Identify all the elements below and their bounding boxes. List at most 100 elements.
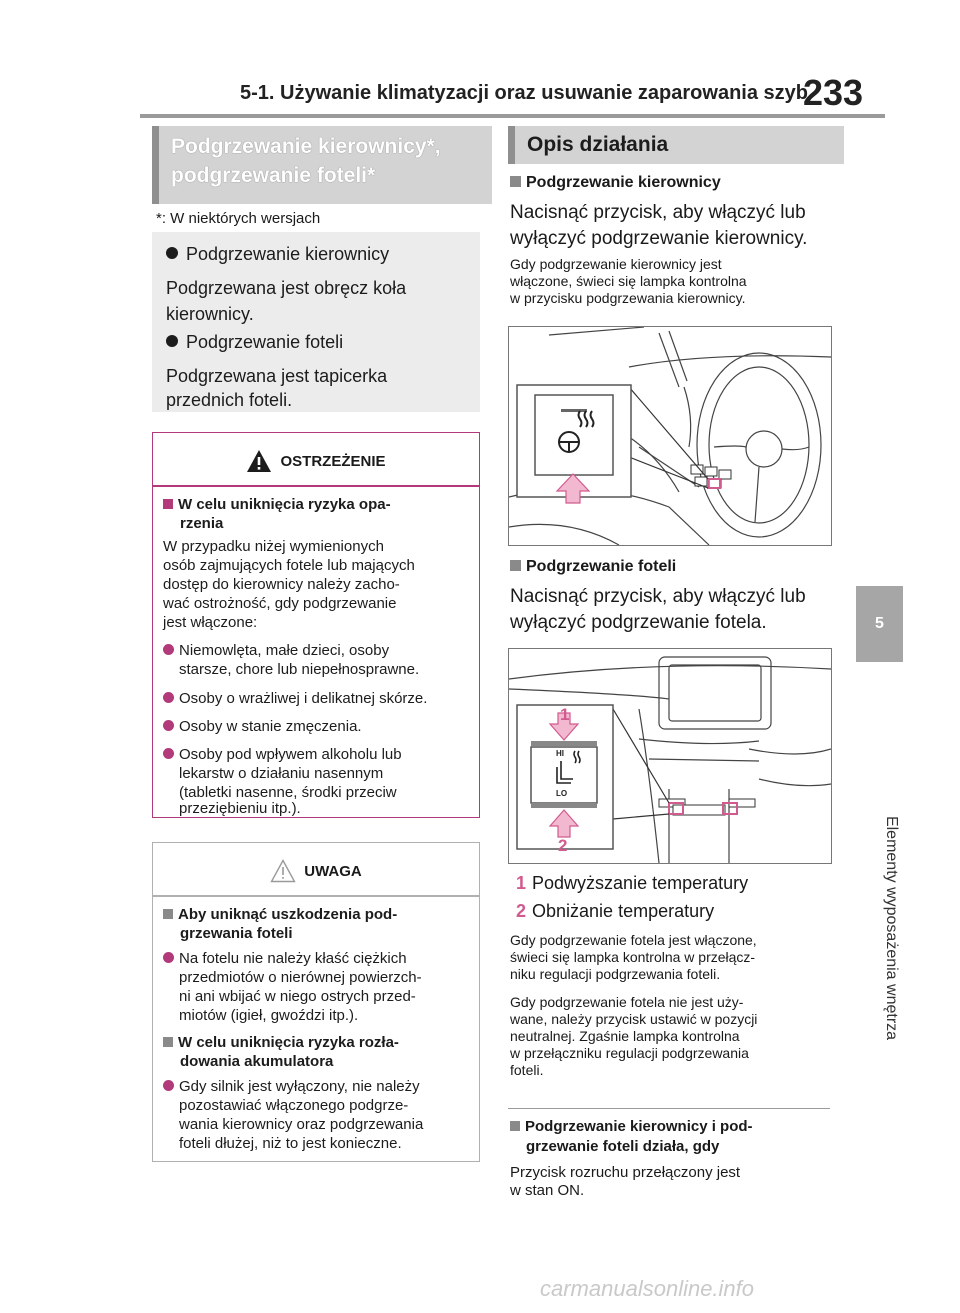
header-title: 5-1. Używanie klimatyzacji oraz usuwanie…	[240, 82, 808, 104]
bullet-icon	[163, 644, 174, 655]
caution-subtitle-2-line1: W celu uniknięcia ryzyka rozła-	[178, 1034, 399, 1051]
steering-subtitle: Podgrzewanie kierownicy	[510, 174, 721, 192]
info-item2-line1: Podgrzewana jest tapicerka	[166, 366, 388, 386]
warning-intro-line: jest włączone:	[163, 614, 258, 631]
caution-subtitle-1-line2: grzewania foteli	[180, 925, 293, 942]
info-item2-title-row: Podgrzewanie foteli	[166, 332, 343, 353]
seats-note2-line: wane, należy przycisk ustawić w pozycji	[510, 1011, 758, 1027]
header-rule	[140, 114, 885, 118]
note-title-line1: Podgrzewanie kierownicy i pod-	[510, 1118, 753, 1135]
caution-subtitle-2-line2: dowania akumulatora	[180, 1053, 334, 1070]
caution-bullet-1-line1: Na fotelu nie należy kłaść ciężkich	[179, 950, 407, 967]
steering-note-line: Gdy podgrzewanie kierownicy jest	[510, 256, 722, 272]
seats-item-2-text: Obniżanie temperatury	[532, 901, 715, 921]
steering-instruction-line2: wyłączyć podgrzewanie kierownicy.	[510, 228, 808, 249]
info-item2-line2: przednich foteli.	[166, 390, 293, 410]
seats-instruction-line1: Nacisnąć przycisk, aby włączyć lub	[510, 586, 806, 607]
warning-bullet-1: Niemowlęta, małe dzieci, osoby	[163, 641, 389, 660]
caution-bullet-2: Gdy silnik jest wyłączony, nie należy	[163, 1077, 420, 1096]
bullet-icon	[166, 335, 178, 347]
callout-number-1: 1	[560, 705, 570, 724]
seats-instruction-line2: wyłączyć podgrzewanie fotela.	[510, 612, 767, 633]
footnote: *: W niektórych wersjach	[156, 210, 321, 227]
warning-bullet-4-line: przeziębieniu itp.).	[179, 800, 301, 817]
warning-subtitle-line1: W celu uniknięcia ryzyka opa-	[163, 495, 391, 514]
warning-bullet-4: Osoby pod wpływem alkoholu lub	[163, 745, 402, 764]
bullet-icon	[166, 247, 178, 259]
caution-box: UWAGA Aby uniknąć uszkodzenia pod- grzew…	[152, 842, 480, 1162]
info-box: Podgrzewanie kierownicy Podgrzewana jest…	[152, 232, 480, 412]
caution-bullet-1-line: przedmiotów o nierównej powierzch-	[179, 969, 422, 986]
square-bullet-icon	[510, 560, 521, 571]
info-item1-line1: Podgrzewana jest obręcz koła	[166, 278, 407, 298]
seats-subtitle: Podgrzewanie foteli	[510, 558, 676, 576]
note-divider	[508, 1108, 830, 1109]
warning-intro-line: osób zajmujących fotele lub mających	[163, 557, 415, 574]
warning-subtitle-line2: rzenia	[180, 515, 224, 532]
seats-item-2-number: 2	[516, 901, 527, 921]
square-bullet-icon	[510, 1121, 520, 1131]
caution-subtitle-1-line1: Aby uniknąć uszkodzenia pod-	[178, 906, 398, 923]
warning-bullet-4-line: (tabletki nasenne, środki przeciw	[179, 784, 397, 801]
seats-note-line: świeci się lampka kontrolna w przełącz-	[510, 949, 756, 965]
seats-item-1-number: 1	[516, 873, 527, 893]
square-bullet-icon	[163, 909, 173, 919]
chapter-tab[interactable]: 5	[856, 586, 903, 662]
caution-bullet-2-line: foteli dłużej, niż to jest konieczne.	[179, 1135, 402, 1152]
warning-intro-line: W przypadku niżej wymienionych	[163, 538, 384, 555]
caution-bullet-1-line: ni ani wbijać w niego ostrych przed-	[179, 988, 416, 1005]
bullet-icon	[163, 952, 174, 963]
steering-subtitle-text: Podgrzewanie kierownicy	[526, 174, 721, 191]
note-title-line2: grzewanie foteli działa, gdy	[526, 1138, 720, 1155]
warning-title-rule	[153, 485, 479, 487]
warning-bullet-2: Osoby o wrażliwej i delikatnej skórze.	[163, 689, 427, 708]
caution-bullet-1: Na fotelu nie należy kłaść ciężkich	[163, 949, 407, 968]
dashboard-seat-heater-drawing	[509, 656, 831, 863]
warning-subtitle-text1: W celu uniknięcia ryzyka opa-	[178, 496, 391, 513]
steering-instruction-line1: Nacisnąć przycisk, aby włączyć lub	[510, 202, 806, 223]
square-bullet-icon	[163, 499, 173, 509]
steering-note-line: włączone, świeci się lampka kontrolna	[510, 273, 747, 289]
steering-heater-illustration	[508, 326, 832, 546]
section-heading-right: Opis działania	[508, 126, 844, 164]
seats-note-line: Gdy podgrzewanie fotela jest włączone,	[510, 932, 757, 948]
info-item1-title-row: Podgrzewanie kierownicy	[166, 244, 389, 265]
square-bullet-icon	[163, 1037, 173, 1047]
caution-subtitle-2: W celu uniknięcia ryzyka rozła-	[163, 1033, 399, 1052]
caution-title-rule	[153, 895, 479, 897]
warning-bullet-1-line1: Niemowlęta, małe dzieci, osoby	[179, 642, 390, 659]
caution-bullet-2-line: wania kierownicy oraz podgrzewania	[179, 1116, 424, 1133]
callout-number-2: 2	[558, 836, 568, 855]
note-title-line1-text: Podgrzewanie kierownicy i pod-	[525, 1118, 753, 1135]
warning-box: OSTRZEŻENIE W celu uniknięcia ryzyka opa…	[152, 432, 480, 818]
seats-note2-line: foteli.	[510, 1062, 544, 1078]
info-item1-line2: kierownicy.	[166, 304, 254, 324]
lo-label: LO	[556, 789, 568, 798]
warning-intro-line: dostęp do kierownicy należy zacho-	[163, 576, 400, 593]
caution-bullet-2-line1: Gdy silnik jest wyłączony, nie należy	[179, 1078, 420, 1095]
section-heading-left-line1: Podgrzewanie kierownicy*,	[171, 135, 441, 158]
warning-bullet-1-line2: starsze, chore lub niepełnosprawne.	[179, 661, 420, 678]
bullet-icon	[163, 748, 174, 759]
seat-heater-illustration: 1 2 HI LO	[508, 648, 832, 864]
square-bullet-icon	[510, 176, 521, 187]
bullet-icon	[163, 720, 174, 731]
warning-bullet-2-text: Osoby o wrażliwej i delikatnej skórze.	[179, 690, 428, 707]
chapter-side-label-text: Elementy wyposażenia wnętrza	[883, 815, 900, 1041]
seats-note2-line: w przełączniku regulacji podgrzewania	[510, 1045, 749, 1061]
seats-note-line: niku regulacji podgrzewania foteli.	[510, 966, 721, 982]
warning-bullet-4-line: lekarstw o działaniu nasennym	[179, 765, 384, 782]
watermark: carmanualsonline.info	[540, 1276, 755, 1301]
warning-title-row: OSTRZEŻENIE	[153, 449, 479, 473]
seats-subtitle-text: Podgrzewanie foteli	[526, 558, 677, 575]
seats-note2-line: neutralnej. Zgaśnie lampka kontrolna	[510, 1028, 740, 1044]
section-heading-left-line2: podgrzewanie foteli*	[171, 164, 376, 187]
warning-bullet-4-line1: Osoby pod wpływem alkoholu lub	[179, 746, 402, 763]
dashboard-steering-drawing	[509, 327, 831, 545]
caution-title: UWAGA	[304, 862, 362, 880]
caution-triangle-icon	[270, 859, 296, 883]
steering-note-line: w przycisku podgrzewania kierownicy.	[510, 290, 746, 306]
bullet-icon	[163, 1080, 174, 1091]
